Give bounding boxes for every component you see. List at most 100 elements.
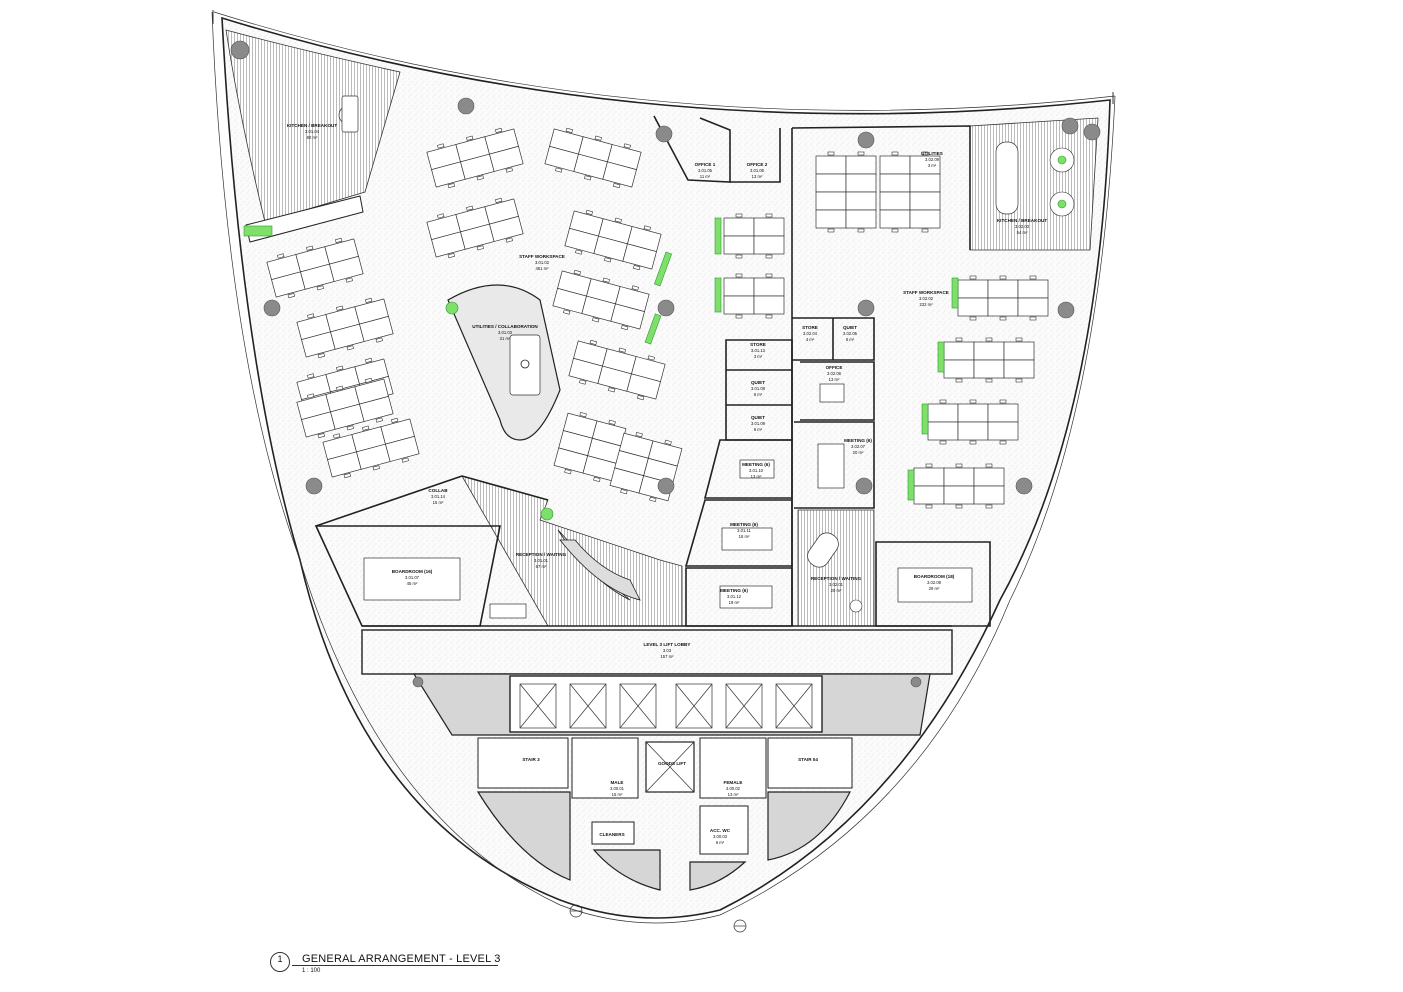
room-code: 3.01.12: [727, 594, 742, 599]
room-area: 15 m²: [433, 500, 444, 505]
room-area: 6 m²: [846, 337, 855, 342]
column: [1061, 117, 1079, 135]
chair: [891, 151, 899, 156]
room-name: MALE: [610, 780, 623, 785]
column: [657, 299, 675, 317]
chair: [999, 316, 1007, 321]
chair: [362, 425, 370, 431]
room-code: 3.01.09: [751, 421, 766, 426]
chair: [307, 313, 315, 319]
desk: [973, 341, 1005, 361]
room-code: 3.00.01: [610, 786, 625, 791]
desk-cluster: [426, 197, 524, 259]
meeting-furniture: [363, 383, 973, 619]
room-name: MEETING (6): [730, 522, 758, 527]
room-area: 31 m²: [500, 336, 511, 341]
chair: [925, 504, 933, 509]
room-name: RECEPTION / WAITING: [811, 576, 862, 581]
desk: [957, 297, 989, 317]
chair: [476, 175, 484, 181]
column: [457, 97, 475, 115]
chair: [618, 347, 626, 353]
chair: [447, 182, 455, 189]
chair: [765, 254, 773, 259]
room-code: 3.01.13: [751, 348, 766, 353]
room-name: KITCHEN / BREAKOUT: [287, 123, 337, 128]
chair: [365, 297, 373, 304]
desk: [909, 191, 941, 211]
chair: [343, 472, 351, 479]
desk-cluster: [957, 275, 1049, 321]
desk: [359, 395, 394, 422]
room-code: 3.01.14: [431, 494, 446, 499]
desk: [879, 209, 911, 229]
desk-cluster: [927, 399, 1019, 445]
chair: [602, 277, 610, 283]
desk-cluster: [426, 127, 524, 189]
chair: [505, 167, 513, 173]
room-area: 18 m²: [739, 534, 750, 539]
desk-cluster: [553, 412, 627, 482]
room-name: BOARDROOM (16): [392, 569, 433, 574]
chair: [365, 377, 373, 384]
chair: [955, 337, 963, 342]
room-area: 19 m²: [729, 600, 740, 605]
desk-cluster: [943, 337, 1035, 383]
desk: [913, 467, 945, 487]
desk: [753, 295, 785, 315]
chair: [613, 182, 621, 189]
chair: [365, 357, 373, 364]
room-name: OFFICE: [826, 365, 843, 370]
room-name: QUIET: [751, 415, 765, 420]
room-code: 3.03: [663, 648, 672, 653]
room-name: STORE: [802, 325, 818, 330]
chair: [317, 352, 325, 359]
chair: [375, 417, 383, 423]
room-code: 3.02.08: [927, 580, 942, 585]
room-code: 3.01.02: [535, 260, 550, 265]
room-name: STORE: [750, 342, 766, 347]
desk: [879, 191, 911, 211]
chair: [827, 228, 835, 233]
room-name: RECEPTION / WAITING: [516, 552, 567, 557]
chair: [765, 273, 773, 278]
chair: [1015, 337, 1023, 342]
room-area: 3 m²: [754, 354, 763, 359]
room-name: MEETING (6): [720, 588, 748, 593]
chair: [608, 387, 616, 393]
chair: [608, 419, 616, 425]
utilities-island: [445, 284, 561, 441]
chair: [306, 245, 314, 251]
chair: [985, 504, 993, 509]
desk-cluster: [879, 151, 941, 233]
chair: [466, 135, 474, 141]
column: [655, 125, 673, 143]
desk: [973, 467, 1005, 487]
chair: [584, 175, 592, 181]
chair: [391, 417, 399, 424]
desk: [927, 403, 959, 423]
desk: [1017, 279, 1049, 299]
chair: [585, 209, 593, 216]
desk: [723, 277, 755, 297]
room-area: 20 m²: [853, 450, 864, 455]
chair: [735, 314, 743, 319]
chair: [336, 385, 344, 391]
chair: [857, 151, 865, 156]
chair: [633, 264, 641, 271]
room-area: 54 m²: [1017, 230, 1028, 235]
room-code: 3.01.06: [750, 168, 765, 173]
desk: [1003, 341, 1035, 361]
room-area: 15 m²: [612, 792, 623, 797]
room-name: STAIR 04: [798, 757, 818, 762]
chair: [664, 439, 672, 445]
chair: [637, 394, 645, 401]
chair: [401, 457, 409, 463]
room-area: 461 m²: [535, 266, 549, 271]
